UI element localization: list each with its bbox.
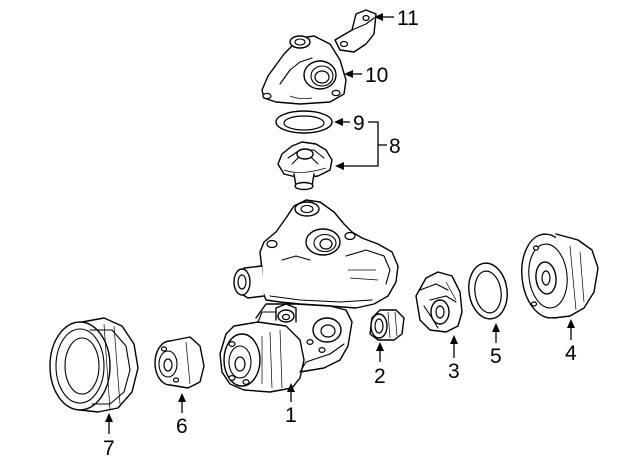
part-2-bushing[interactable] — [369, 309, 405, 341]
callout-11: 11 — [397, 7, 419, 30]
part-4-pulley-cover[interactable] — [518, 232, 599, 321]
callout-4: 4 — [565, 342, 577, 365]
part-10-thermostat-housing[interactable] — [261, 35, 347, 105]
callout-10: 10 — [365, 64, 388, 87]
callout-leaders — [105, 13, 575, 434]
callout-8: 8 — [389, 135, 401, 158]
callout-5: 5 — [490, 345, 502, 368]
part-1-water-pump[interactable] — [219, 303, 353, 393]
pump-housing-upper[interactable] — [233, 199, 399, 309]
part-9-o-ring[interactable] — [275, 110, 333, 134]
part-6-hub-flange[interactable] — [154, 336, 205, 389]
part-11-bracket[interactable] — [334, 9, 377, 53]
callout-2: 2 — [374, 365, 386, 388]
callout-3: 3 — [448, 360, 460, 383]
part-7-pulley[interactable] — [49, 317, 139, 413]
callout-labels: 11 10 9 8 1 2 3 4 5 6 7 — [103, 7, 577, 460]
callout-6: 6 — [176, 415, 188, 438]
part-3-impeller[interactable] — [415, 271, 463, 333]
callout-9: 9 — [353, 112, 365, 135]
callout-1: 1 — [285, 404, 297, 427]
callout-7: 7 — [103, 437, 115, 460]
part-5-gasket[interactable] — [465, 261, 510, 322]
part-8-thermostat[interactable] — [277, 141, 333, 191]
